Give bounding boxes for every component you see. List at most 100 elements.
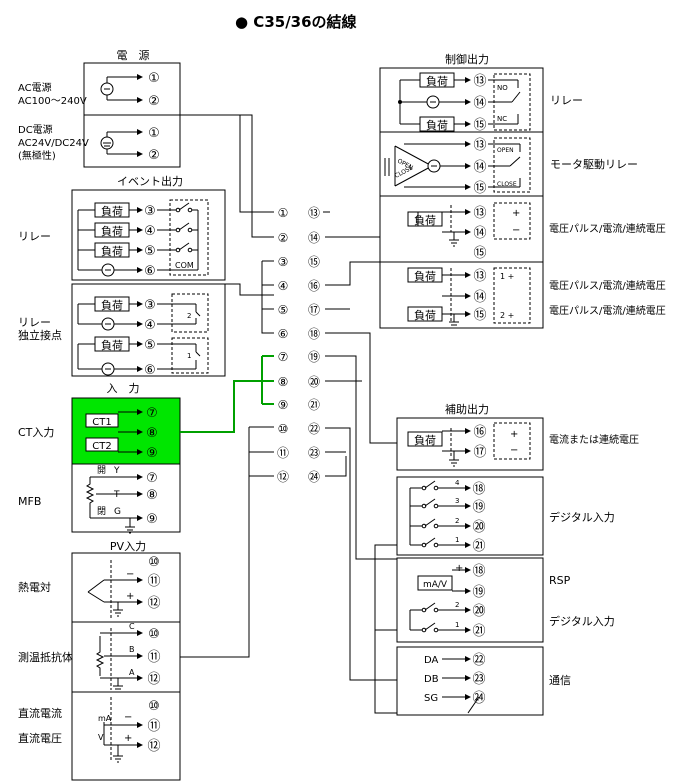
terminal-10: ⑩ xyxy=(148,627,160,642)
ctrl-relay-box xyxy=(379,67,544,133)
terminal-20: ⑳ xyxy=(308,375,320,389)
load-label: 負荷 xyxy=(414,214,436,227)
event-wire-arrow-icon xyxy=(137,321,143,327)
terminal-1: ① xyxy=(148,126,160,141)
terminal-17: ⑰ xyxy=(308,303,320,317)
terminal-7: ⑦ xyxy=(278,350,289,364)
ct-wire-arrow-icon xyxy=(137,429,143,435)
volt-minus: − xyxy=(512,225,520,236)
power-to-terminal-wire xyxy=(200,114,274,213)
relay-nc-label: NC xyxy=(497,115,507,123)
mfb-wire-arrow-icon xyxy=(137,474,143,480)
ct1-box xyxy=(85,413,119,428)
tc-wire xyxy=(87,591,105,603)
ct2-label: CT2 xyxy=(92,441,111,452)
digital-wire-arrow-icon xyxy=(465,542,471,548)
rtd-b-label: B xyxy=(129,645,135,654)
aux-output-label: 電流または連続電圧 xyxy=(549,433,639,446)
dc-minus: − xyxy=(124,712,132,723)
load-label: 負荷 xyxy=(414,270,436,283)
aux-box xyxy=(396,417,544,471)
pv-to-terminal-wire xyxy=(180,451,274,658)
load-label: 負荷 xyxy=(414,434,436,447)
comm-to-terminal-wire xyxy=(325,427,397,681)
terminal-16: ⑯ xyxy=(473,425,486,440)
event-relay-box xyxy=(71,189,226,281)
comm-wire-arrow-icon xyxy=(465,675,471,681)
terminal-15: ⑮ xyxy=(308,255,320,269)
terminal-5: ⑤ xyxy=(144,244,156,259)
rtd-c-label: C xyxy=(129,622,135,631)
event-wire-arrow-icon xyxy=(137,366,143,372)
terminal-14: ⑭ xyxy=(473,290,486,305)
comm-wire-arrow-icon xyxy=(465,694,471,700)
terminal-12: ⑫ xyxy=(147,596,160,611)
terminal-4: ④ xyxy=(144,318,156,333)
terminal-13: ⑬ xyxy=(473,138,486,153)
voltage-pulse-label: 電圧パルス/電流/連続電圧 xyxy=(549,279,666,292)
digital-input-box xyxy=(396,476,544,556)
terminal-12: ⑫ xyxy=(147,739,160,754)
comm-da-label: DA xyxy=(424,655,439,666)
mfb-close-label: 閉 xyxy=(97,506,106,517)
ct-input-box xyxy=(71,397,181,465)
terminal-14: ⑭ xyxy=(473,226,486,241)
ct-wire-arrow-icon xyxy=(137,409,143,415)
terminal-11: ⑪ xyxy=(147,650,160,665)
load-box xyxy=(407,431,443,447)
contact-no: 2 xyxy=(455,517,459,525)
terminal-17: ⑰ xyxy=(473,445,486,460)
ct1-label: CT1 xyxy=(92,417,111,428)
dc-current-label: 直流電流 xyxy=(18,706,62,720)
terminal-10: ⑩ xyxy=(278,422,289,436)
terminal-8: ⑧ xyxy=(146,488,158,503)
terminal-12: ⑫ xyxy=(277,470,289,484)
digital-input-label: デジタル入力 xyxy=(549,510,615,524)
event-wire-arrow-icon xyxy=(137,227,143,233)
volt-wire-arrow-icon xyxy=(465,293,471,299)
terminal-9: ⑨ xyxy=(146,512,158,527)
terminal-7: ⑦ xyxy=(146,471,158,486)
relay-no-label: NO xyxy=(497,84,508,92)
digital-to-terminal-wire xyxy=(374,544,397,714)
terminal-15: ⑮ xyxy=(473,308,486,323)
terminal-11: ⑪ xyxy=(147,719,160,734)
rtd-wire-arrow-icon xyxy=(137,630,143,636)
terminal-2: ② xyxy=(148,94,160,109)
terminal-4: ④ xyxy=(278,279,289,293)
voltage-pulse-label: 電圧パルス/電流/連続電圧 xyxy=(549,222,666,235)
digital-switch-contact xyxy=(433,607,439,613)
aux-minus: − xyxy=(510,445,518,456)
event-relay-switch-contact xyxy=(187,227,193,233)
event-relay-switch-icon xyxy=(178,242,190,251)
digital-switch-contact xyxy=(433,523,439,529)
tc-wire-arrow-icon xyxy=(137,577,143,583)
com-label: COM xyxy=(175,261,194,270)
digital-switch-contact xyxy=(433,503,439,509)
volt-plus: + xyxy=(512,208,520,219)
load-label: 負荷 xyxy=(101,339,123,352)
terminal-22: ㉒ xyxy=(308,422,320,436)
terminal-2: ② xyxy=(278,231,289,245)
aux-to-terminal-wire xyxy=(325,332,397,444)
terminal-8: ⑧ xyxy=(146,426,158,441)
mfb-label: MFB xyxy=(18,495,41,508)
terminal-6: ⑥ xyxy=(278,327,289,341)
load-label: 負荷 xyxy=(101,225,123,238)
motor-relay-label: モータ駆動リレー xyxy=(550,157,638,171)
dc-power-label: (無極性) xyxy=(18,149,56,162)
contact-no: 2 xyxy=(455,601,459,609)
event-wire-arrow-icon xyxy=(137,267,143,273)
pv-tc-box xyxy=(71,552,181,623)
terminal-10: ⑩ xyxy=(148,699,160,714)
rtd-label: 測温抵抗体 xyxy=(18,650,73,664)
motor-icon xyxy=(394,145,433,187)
terminal-16: ⑯ xyxy=(308,279,320,293)
aux-plus: + xyxy=(510,429,518,440)
rsp-wire-arrow-icon xyxy=(465,588,471,594)
terminal-13: ⑬ xyxy=(473,206,486,221)
ac-wire-arrow-icon xyxy=(137,74,143,80)
terminal-20: ⑳ xyxy=(472,604,485,619)
event-relay-switch-icon xyxy=(178,222,190,231)
rtd-resistor-icon xyxy=(95,636,105,676)
